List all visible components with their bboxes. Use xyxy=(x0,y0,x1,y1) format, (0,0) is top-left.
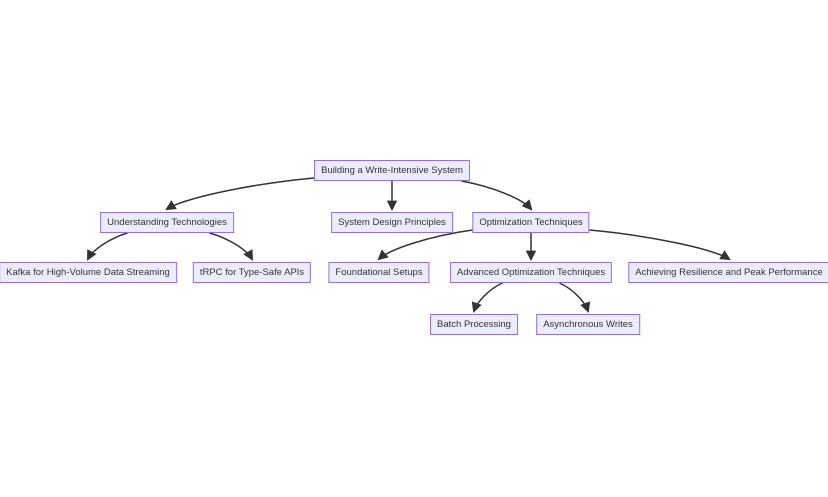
edge-understanding-kafka xyxy=(87,232,128,261)
node-foundational: Foundational Setups xyxy=(328,262,430,283)
node-label: Achieving Resilience and Peak Performanc… xyxy=(635,266,823,278)
node-label: Advanced Optimization Techniques xyxy=(456,266,606,278)
node-label: tRPC for Type-Safe APIs xyxy=(199,266,305,278)
node-label: Foundational Setups xyxy=(335,266,423,278)
node-async: Asynchronous Writes xyxy=(536,314,640,335)
node-label: Batch Processing xyxy=(437,318,511,330)
node-system: System Design Principles xyxy=(331,212,453,233)
node-trpc: tRPC for Type-Safe APIs xyxy=(192,262,312,283)
edge-optimization-foundational xyxy=(377,229,473,261)
edge-advanced-async xyxy=(559,282,591,313)
edge-understanding-trpc xyxy=(209,232,254,261)
node-label: Understanding Technologies xyxy=(107,216,227,228)
edge-group xyxy=(87,177,731,313)
node-resilience: Achieving Resilience and Peak Performanc… xyxy=(628,262,828,283)
node-optimization: Optimization Techniques xyxy=(472,212,590,233)
node-kafka: Kafka for High-Volume Data Streaming xyxy=(0,262,177,283)
edge-root-understanding xyxy=(165,177,315,211)
node-label: Asynchronous Writes xyxy=(543,318,633,330)
node-batch: Batch Processing xyxy=(430,314,518,335)
node-label: System Design Principles xyxy=(338,216,446,228)
node-root: Building a Write-Intensive System xyxy=(314,160,470,181)
edge-root-optimization xyxy=(461,180,533,211)
node-label: Optimization Techniques xyxy=(479,216,583,228)
node-label: Building a Write-Intensive System xyxy=(321,164,463,176)
edge-advanced-batch xyxy=(471,282,503,313)
node-advanced: Advanced Optimization Techniques xyxy=(449,262,613,283)
node-label: Kafka for High-Volume Data Streaming xyxy=(6,266,170,278)
node-understanding: Understanding Technologies xyxy=(100,212,234,233)
edge-optimization-resilience xyxy=(589,229,731,261)
